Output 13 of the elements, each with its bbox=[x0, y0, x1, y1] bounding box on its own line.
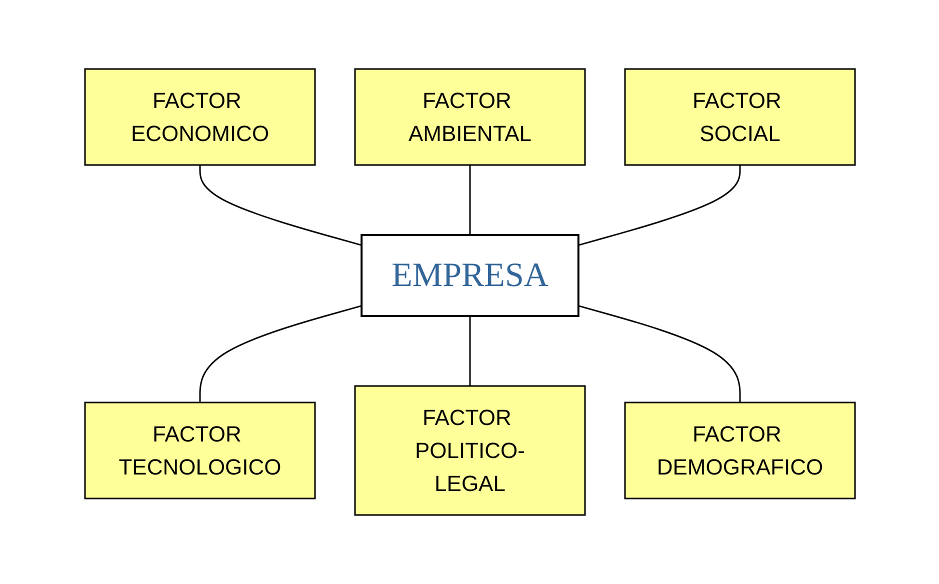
node-box: EMPRESA bbox=[360, 234, 579, 317]
node-box: FACTOR ECONOMICO bbox=[84, 68, 316, 166]
connector bbox=[578, 165, 740, 246]
node-box: FACTOR TECNOLOGICO bbox=[84, 402, 316, 500]
connector bbox=[198, 165, 362, 246]
node-box: FACTOR POLITICO-LEGAL bbox=[354, 385, 586, 516]
node-box: FACTOR AMBIENTAL bbox=[354, 68, 586, 166]
node-box: FACTOR DEMOGRAFICO bbox=[624, 402, 856, 500]
connector bbox=[468, 165, 470, 235]
connector bbox=[578, 305, 740, 402]
connector bbox=[468, 316, 470, 386]
node-box: FACTOR SOCIAL bbox=[624, 68, 856, 166]
connector bbox=[198, 305, 362, 402]
